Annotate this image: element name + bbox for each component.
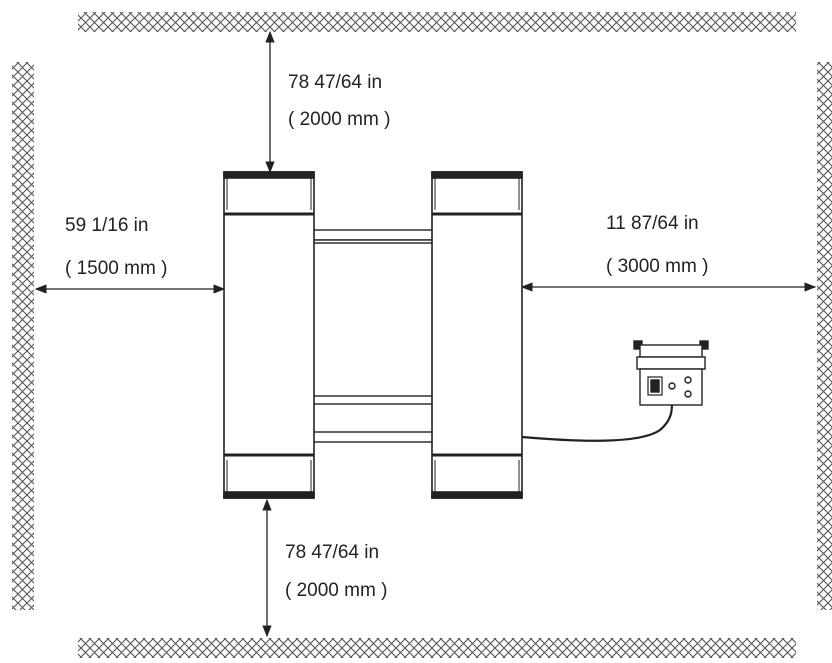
right-dimension-imperial: 11 87/64 in <box>606 213 699 234</box>
wall-top <box>78 12 796 32</box>
wall-left <box>12 62 34 610</box>
control-box <box>633 340 709 406</box>
lift-crossbars <box>311 229 435 443</box>
lift-right-arm <box>431 171 523 499</box>
bottom-dimension-imperial: 78 47/64 in <box>285 542 380 563</box>
right-dimension-metric: ( 3000 mm ) <box>606 256 709 277</box>
bottom-dimension-metric: ( 2000 mm ) <box>285 580 388 601</box>
wall-right <box>817 62 832 610</box>
top-dimension-metric: ( 2000 mm ) <box>288 109 391 130</box>
wall-bottom <box>78 638 796 658</box>
left-dimension-imperial: 59 1/16 in <box>65 215 149 236</box>
hydraulic-hose <box>521 402 674 442</box>
left-dimension-metric: ( 1500 mm ) <box>65 258 168 279</box>
top-dimension-imperial: 78 47/64 in <box>288 72 383 93</box>
lift-left-arm <box>223 171 315 499</box>
